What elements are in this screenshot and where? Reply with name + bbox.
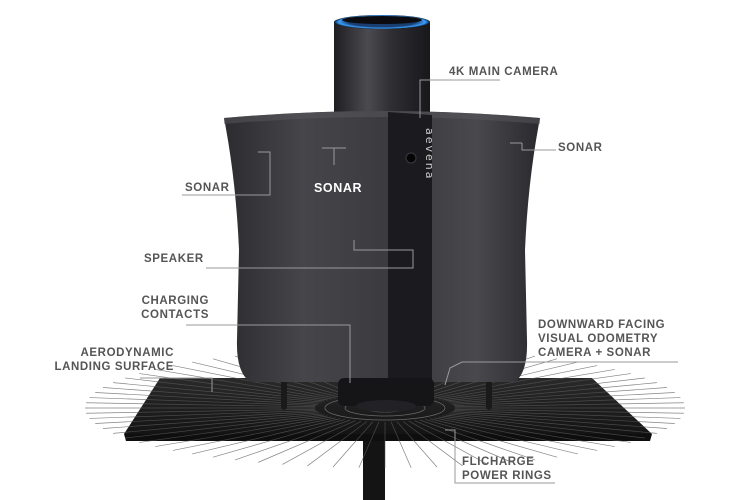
label-downward-facing-camera: DOWNWARD FACING VISUAL ODOMETRY CAMERA +… bbox=[538, 318, 665, 360]
top-cylinder bbox=[334, 15, 430, 118]
label-charging-contacts-line-2: CONTACTS bbox=[141, 309, 209, 321]
pad-ray bbox=[408, 420, 488, 465]
pad-ray bbox=[307, 421, 368, 467]
pad-ray bbox=[454, 408, 684, 414]
pad-ray bbox=[113, 413, 322, 434]
pad-ray bbox=[89, 397, 317, 406]
pad-ray bbox=[442, 373, 631, 401]
pad-ray bbox=[89, 410, 317, 419]
pad-ray bbox=[103, 412, 320, 429]
pad-ray bbox=[419, 419, 536, 461]
pad-ray bbox=[234, 419, 351, 461]
pad-ray bbox=[332, 421, 374, 468]
pad-ray bbox=[434, 365, 598, 399]
label-flicharge-power-rings: FLICHARGE POWER RINGS bbox=[462, 455, 552, 483]
pad-ray bbox=[434, 417, 598, 451]
pad-ray bbox=[414, 420, 512, 463]
label-downward-line-1: DOWNWARD FACING bbox=[538, 319, 666, 331]
pad-ray bbox=[358, 421, 380, 468]
label-sonar-left: SONAR bbox=[185, 182, 230, 194]
pad-ray bbox=[402, 421, 463, 467]
pad-ray bbox=[438, 369, 615, 400]
label-power-rings-line-2: POWER RINGS bbox=[462, 470, 552, 482]
pad-ray bbox=[155, 416, 332, 447]
pad-ray bbox=[453, 410, 681, 419]
label-sonar-center: SONAR bbox=[314, 181, 363, 195]
pad-ray bbox=[95, 411, 318, 424]
label-downward-line-2: VISUAL ODOMETRY bbox=[538, 333, 659, 345]
pad-ray bbox=[95, 392, 318, 405]
label-speaker: SPEAKER bbox=[144, 253, 204, 265]
pad-ray bbox=[125, 377, 325, 402]
pad-ray bbox=[212, 419, 345, 458]
pad-ray bbox=[448, 413, 657, 434]
label-landing-surface-line-2: LANDING SURFACE bbox=[54, 361, 174, 373]
pad-ray bbox=[258, 420, 356, 463]
bottom-hub bbox=[338, 378, 434, 406]
pad-ray bbox=[139, 415, 328, 443]
pad-ray bbox=[429, 418, 578, 455]
pad-ray bbox=[155, 369, 332, 400]
label-4k-main-camera: 4K MAIN CAMERA bbox=[449, 66, 559, 78]
pad-ray bbox=[192, 418, 341, 455]
pad-ray bbox=[390, 421, 412, 468]
label-landing-surface-line-1: AERODYNAMIC bbox=[80, 347, 174, 359]
pad-ray bbox=[125, 414, 325, 439]
pad-ray bbox=[452, 411, 675, 424]
pad-ray bbox=[445, 377, 645, 402]
brand-mark: aevena bbox=[423, 128, 436, 181]
pad-ray bbox=[425, 419, 558, 458]
front-strip bbox=[388, 112, 432, 385]
pad-ray bbox=[282, 420, 362, 465]
pad-ray bbox=[86, 408, 316, 414]
pad-ray bbox=[438, 416, 615, 447]
label-charging-contacts-line-1: CHARGING bbox=[141, 295, 209, 307]
main-camera-lens bbox=[405, 152, 417, 164]
label-aerodynamic-landing-surface: AERODYNAMIC LANDING SURFACE bbox=[46, 346, 174, 374]
pad-ray bbox=[450, 412, 667, 429]
label-downward-line-3: CAMERA + SONAR bbox=[538, 347, 652, 359]
pad-ray bbox=[86, 402, 316, 408]
pad-ray bbox=[448, 382, 657, 403]
pad-ray bbox=[454, 402, 684, 408]
stand-pole bbox=[363, 430, 385, 500]
label-sonar-right: SONAR bbox=[558, 142, 603, 154]
pad-ray bbox=[442, 415, 631, 443]
leader-lines bbox=[140, 79, 678, 484]
pad-ray bbox=[396, 421, 438, 468]
label-power-rings-line-1: FLICHARGE bbox=[462, 456, 535, 468]
pad-ray bbox=[445, 414, 645, 439]
speaker-body bbox=[224, 111, 540, 382]
pad-ray bbox=[172, 417, 336, 451]
label-charging-contacts: CHARGING CONTACTS bbox=[136, 294, 209, 322]
